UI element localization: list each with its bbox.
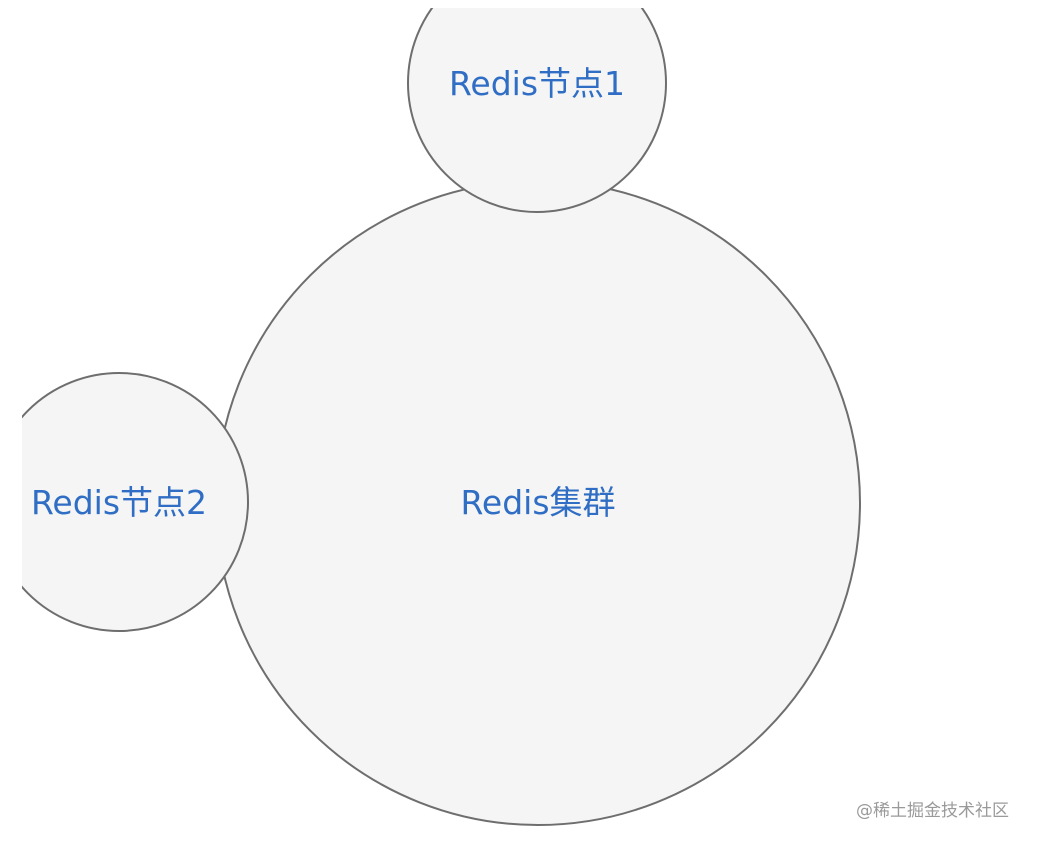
cluster-node: Redis集群	[215, 180, 861, 826]
cluster-label: Redis集群	[460, 483, 615, 522]
node-2-label: Redis节点2	[31, 483, 207, 522]
node-1-circle	[407, 8, 667, 213]
node-2-circle	[22, 372, 249, 632]
watermark-text: @稀土掘金技术社区	[856, 801, 1009, 821]
redis-node-1: Redis节点1	[407, 8, 667, 213]
redis-node-2: Redis节点2	[22, 372, 249, 632]
diagram-canvas: Redis集群 Redis节点1 Redis节点2	[22, 8, 861, 826]
diagram-viewport: Redis集群 Redis节点1 Redis节点2	[22, 8, 1040, 842]
node-1-label: Redis节点1	[449, 64, 625, 103]
